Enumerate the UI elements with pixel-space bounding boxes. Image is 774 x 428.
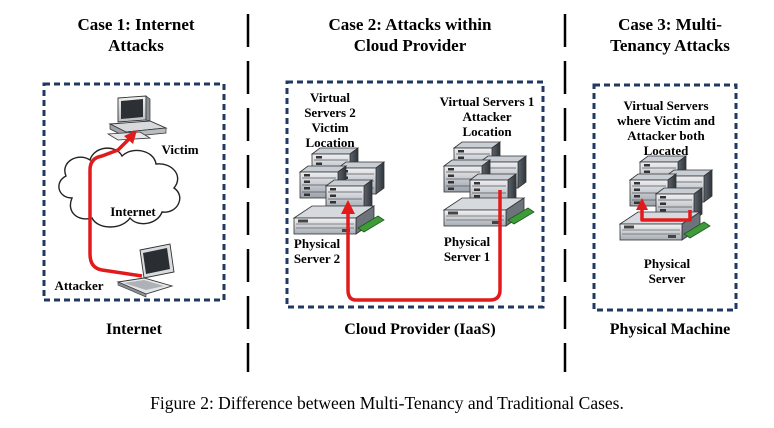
virtual-servers-2-icon <box>299 147 385 213</box>
internet-box <box>42 82 226 302</box>
attack-path-multitenancy <box>640 208 692 222</box>
desktop-computer-icon <box>106 95 168 141</box>
attack-path-cloud <box>346 190 502 302</box>
physical-machine-bottom-label: Physical Machine <box>609 321 731 338</box>
internet-label: Internet <box>110 204 156 219</box>
arrowhead <box>636 198 648 210</box>
arrowhead <box>124 130 137 144</box>
internet-bottom-label: Internet <box>106 321 162 338</box>
virtual-servers-1-icon <box>443 141 527 207</box>
cloud-provider-bottom-label: Cloud Provider (IaaS) <box>344 321 496 338</box>
physical-server-2-icon <box>293 205 385 235</box>
physical-server-icon <box>619 211 711 241</box>
laptop-icon <box>116 243 175 298</box>
physical-server-1-icon <box>443 197 535 227</box>
victim-label: Victim <box>161 142 199 157</box>
case3-heading: Case 3: Multi-Tenancy Attacks <box>610 15 730 55</box>
attack-path-internet <box>88 136 143 278</box>
attacker-label: Attacker <box>54 278 104 293</box>
arrowhead <box>341 200 355 214</box>
figure-caption: Figure 2: Difference between Multi-Tenan… <box>150 393 624 413</box>
physical-machine-box <box>592 83 738 312</box>
